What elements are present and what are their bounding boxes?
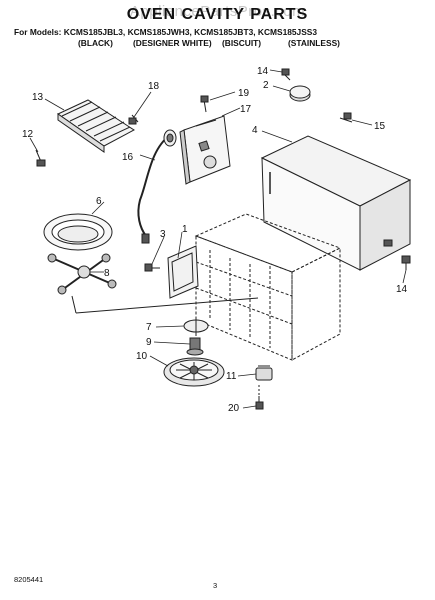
finish-label: (STAINLESS) [288,38,340,48]
callout-19: 18 [148,81,160,92]
oven-rack [57,99,135,153]
page-title: OVEN CAVITY PARTS [126,6,309,23]
callout-7: 7 [146,322,152,333]
callout-17: 16 [122,152,134,163]
callout-15: 14 [396,284,408,295]
model-number: KCMS185JSS3 [257,27,318,37]
callout-14-bottom: 20 [228,403,240,414]
screw-12 [35,149,46,167]
model-list: For Models: KCMS185JBL3, KCMS185JWH3, KC… [14,27,317,37]
lamp-socket [289,85,311,102]
screw-15 [401,255,411,270]
roller-support [47,253,117,295]
screw-3 [144,263,160,272]
callout-14-top: 14 [257,66,269,77]
model-number: KCMS185JBL3, [63,27,126,37]
callout-1: 1 [182,224,188,235]
callout-numbers: 13 12 18 19 17 16 14 2 4 15 14 6 1 3 8 7… [22,66,408,414]
callout-16: 15 [374,121,386,132]
turntable-motor [163,357,225,387]
side-plate [167,245,199,299]
finish-label: (BLACK) [78,38,113,48]
callout-4: 4 [252,125,258,136]
models-prefix: For Models: [14,27,62,37]
screw-20 [200,95,209,113]
turntable-coupler [183,319,209,336]
callout-6: 6 [96,196,102,207]
screw-14-bottom [255,385,264,410]
screw-19 [128,114,139,125]
motor-shaft [186,337,204,356]
callout-leaders [29,69,407,409]
callout-9: 9 [146,337,152,348]
oven-cavity [194,213,342,361]
callout-2: 2 [263,80,269,91]
document-number: 8205441 [14,575,44,584]
callout-3: 3 [160,229,166,240]
model-number: KCMS185JBT3, [194,27,256,37]
leader-line [75,297,259,314]
finish-label: (DESIGNER WHITE) [133,38,212,48]
callout-11: 11 [226,371,237,382]
callout-8: 8 [104,268,110,279]
waveguide-cover [179,115,231,185]
screw-14-top [281,68,291,81]
callout-20: 19 [238,88,250,99]
callout-18: 17 [240,104,252,115]
leader-line [71,295,77,314]
callout-13: 13 [32,92,44,103]
thermal-switch [255,365,273,381]
callout-10: 10 [136,351,148,362]
page-number: 3 [213,581,218,590]
glass-tray [43,213,113,251]
screw-16 [339,112,353,123]
watermark: AppliancePartsPros.com [129,3,306,20]
outer-wrapper [260,135,412,271]
finish-label: (BISCUIT) [222,38,262,48]
callout-12: 12 [22,129,34,140]
model-number: KCMS185JWH3, [127,27,192,37]
wire-harness [137,129,177,244]
